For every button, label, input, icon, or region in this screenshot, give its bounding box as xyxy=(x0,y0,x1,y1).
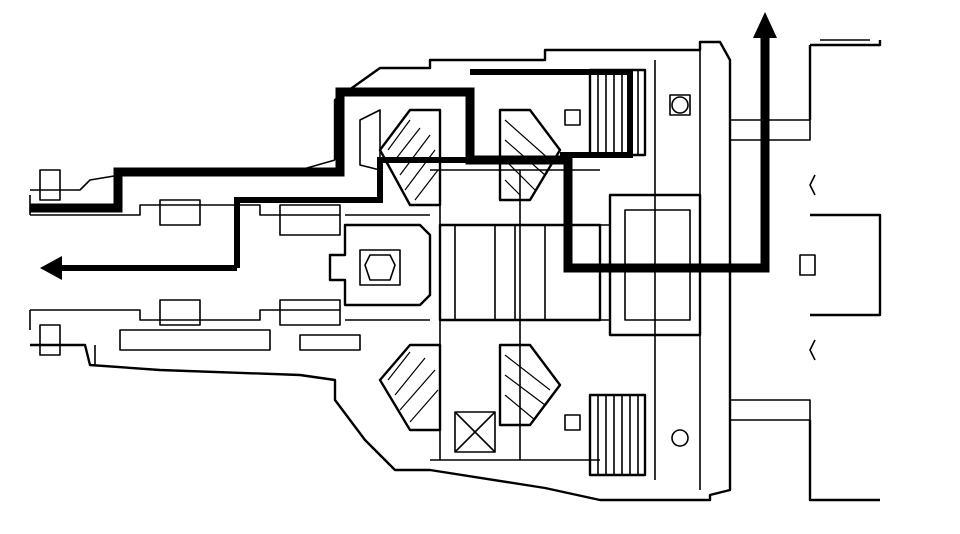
arrow-up-icon xyxy=(753,12,777,38)
clutch-pack-lower xyxy=(564,393,689,477)
input-shaft xyxy=(29,169,361,365)
output-hub xyxy=(600,119,811,421)
side-gear-left xyxy=(328,214,432,321)
right-flange xyxy=(799,39,882,502)
power-flow-path xyxy=(30,38,770,273)
arrow-left-icon xyxy=(40,256,62,280)
pinion-gear-lower xyxy=(378,343,562,453)
